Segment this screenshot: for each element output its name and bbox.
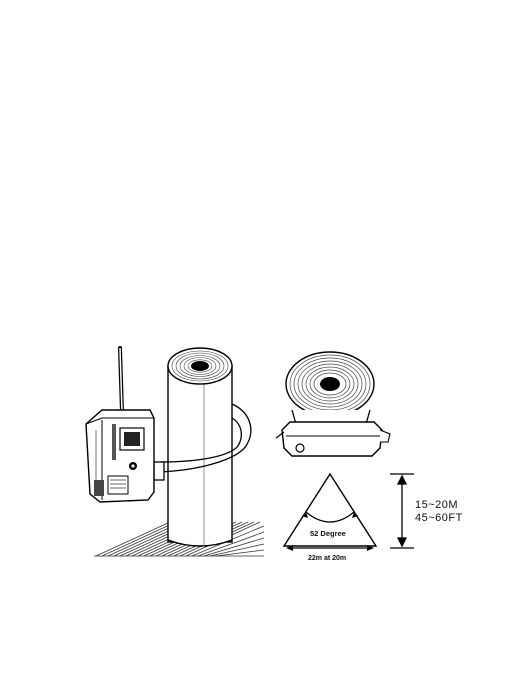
- detection-cone: [284, 474, 376, 551]
- trail-camera: [86, 348, 154, 502]
- distance-meters-label: 15~20M: [415, 499, 458, 511]
- distance-feet-label: 45~60FT: [415, 512, 463, 524]
- width-label: 22m at 20m: [308, 555, 346, 562]
- tree-trunk: [168, 348, 232, 546]
- angle-label: 52 Degree: [310, 529, 346, 538]
- range-arrow: [390, 474, 414, 548]
- camera-top-view: [276, 352, 390, 456]
